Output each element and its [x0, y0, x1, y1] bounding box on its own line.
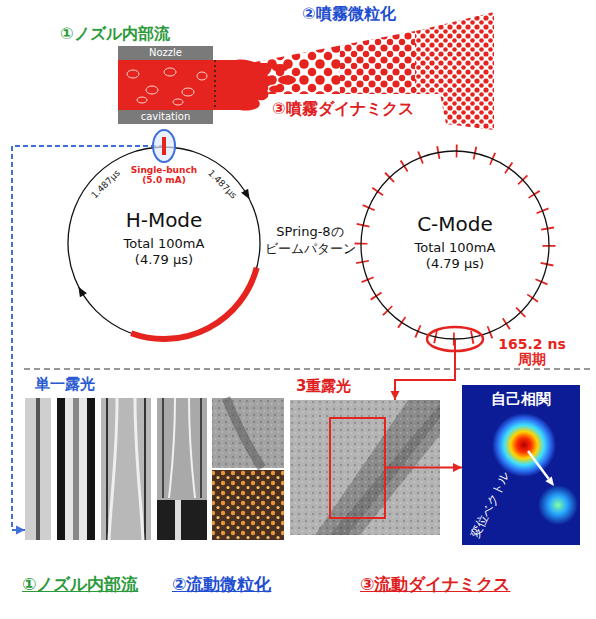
- rect-part: [462, 385, 580, 545]
- part-label: cavitation: [118, 111, 213, 123]
- ellipse-part: [427, 327, 483, 351]
- period-label: 165.2 ns 周期: [494, 337, 570, 366]
- rect-part: [157, 500, 207, 540]
- revolution-time: (4.79 μs): [67, 252, 261, 268]
- ellipse-part: [278, 76, 296, 85]
- line-part: [528, 451, 549, 479]
- separator-line: [24, 368, 592, 369]
- bottom-caption: ①ノズル内部流: [22, 574, 138, 595]
- ellipse-part: [173, 99, 183, 105]
- section-title: ①ノズル内部流: [60, 24, 170, 44]
- bottom-caption: ②流動微粒化: [172, 574, 271, 595]
- ellipse-part: [153, 130, 175, 162]
- path-part: [169, 398, 195, 498]
- section-title: ③噴霧ダイナミクス: [272, 99, 414, 119]
- panel-heading: 単一露光: [35, 375, 95, 393]
- connector-line: [395, 340, 455, 400]
- revolution-time: (4.79 μs): [360, 256, 550, 272]
- ellipse-part: [164, 68, 176, 76]
- rect-part: [36, 398, 40, 540]
- rect-part: [290, 400, 440, 535]
- rect-part: [290, 400, 440, 535]
- arrow-head: [391, 391, 400, 400]
- line-part: [162, 137, 166, 155]
- path-part: [109, 398, 143, 540]
- path-part: [226, 398, 262, 468]
- circle-part: [492, 413, 556, 477]
- ellipse-part: [127, 70, 139, 78]
- rect-part: [212, 470, 284, 540]
- g-part: [127, 68, 207, 105]
- rect-part: [157, 398, 207, 540]
- bottom-caption: ③流動ダイナミクス: [360, 574, 510, 595]
- polygon-part: [241, 189, 250, 200]
- autocorrelation-map: 自己相関変位ベクトル: [462, 385, 580, 545]
- ellipse-part: [197, 72, 207, 80]
- part-label: Nozzle: [118, 47, 213, 59]
- section-title: ②噴霧微粒化: [302, 4, 396, 24]
- ellipse-part: [269, 86, 283, 93]
- polygon-part: [78, 287, 87, 298]
- rect-part: [330, 418, 385, 518]
- single-exposure-images: 単一露光: [25, 398, 207, 540]
- beam-current: Total 100mA: [67, 236, 261, 252]
- spray-droplets: [255, 0, 495, 140]
- rect-part: [118, 46, 213, 124]
- rect-part: [25, 398, 51, 540]
- shape-outline: [25, 398, 207, 540]
- ligaments: [269, 64, 296, 93]
- ellipse-part: [182, 88, 194, 96]
- interval-label: 1.487μs: [202, 164, 242, 204]
- atomization-images: [212, 398, 284, 540]
- shape-holder: [290, 400, 440, 535]
- triple-exposure-image: 3重露光: [290, 400, 440, 535]
- arrow-head: [16, 526, 25, 535]
- rect-part: [415, 0, 495, 140]
- interval-label: 1.487μs: [86, 164, 126, 204]
- bunch-label: Single-bunch (5.0 mA): [122, 166, 206, 186]
- panel-heading: 自己相関: [462, 390, 580, 408]
- shape-holder: [25, 398, 207, 540]
- c-mode-ring: C-ModeTotal 100mA(4.79 μs): [360, 150, 550, 340]
- polygon-part: [545, 476, 554, 486]
- ellipse-part: [146, 86, 158, 94]
- rect-part: [65, 398, 87, 540]
- path-part: [163, 398, 201, 498]
- nozzle-box: Nozzle cavitation: [118, 46, 213, 124]
- path-part: [107, 398, 145, 540]
- rect-part: [212, 398, 284, 468]
- rect-part: [118, 60, 213, 110]
- analysis-link: [440, 463, 462, 472]
- panel-heading: 3重露光: [296, 377, 351, 395]
- ellipse-part: [272, 64, 288, 72]
- rect-part: [175, 500, 181, 540]
- center-caption: SPring-8の ビームパターン: [262, 224, 358, 258]
- rect-part: [212, 398, 284, 468]
- beam-current: Total 100mA: [360, 240, 550, 256]
- ellipse-part: [137, 97, 147, 103]
- circle-part: [538, 485, 578, 525]
- rect-part: [73, 398, 79, 540]
- rect-part: [101, 398, 151, 540]
- path-part: [131, 268, 257, 339]
- line-part: [214, 60, 216, 110]
- mode-name: C-Mode: [360, 212, 550, 236]
- shape-outline: [290, 400, 440, 535]
- mode-name: H-Mode: [67, 208, 261, 232]
- exposure-link: [391, 340, 456, 400]
- circle-part: [361, 151, 549, 339]
- line-part: [385, 467, 440, 469]
- circle-part: [361, 151, 549, 339]
- circle-part: [68, 147, 260, 339]
- rect-part: [212, 470, 284, 540]
- arrow-head: [453, 463, 462, 472]
- rect-part: [57, 398, 95, 540]
